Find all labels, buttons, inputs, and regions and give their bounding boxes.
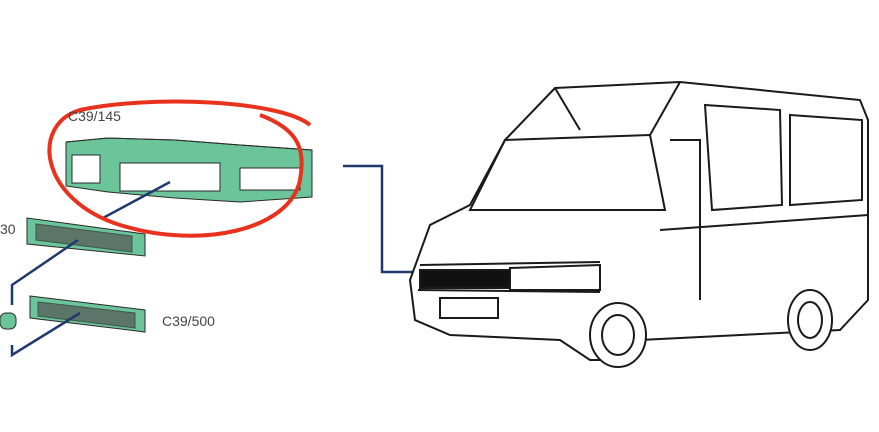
lower-grille-part — [0, 295, 146, 333]
part-label-c39-500: C39/500 — [162, 313, 215, 329]
grille-surround-part — [65, 137, 313, 203]
van-illustration — [408, 80, 869, 368]
part-label-30: 30 — [0, 221, 16, 237]
grille-insert-part — [26, 217, 146, 257]
highlight-circle — [47, 99, 312, 238]
part-label-c39-145: C39/145 — [68, 108, 121, 124]
